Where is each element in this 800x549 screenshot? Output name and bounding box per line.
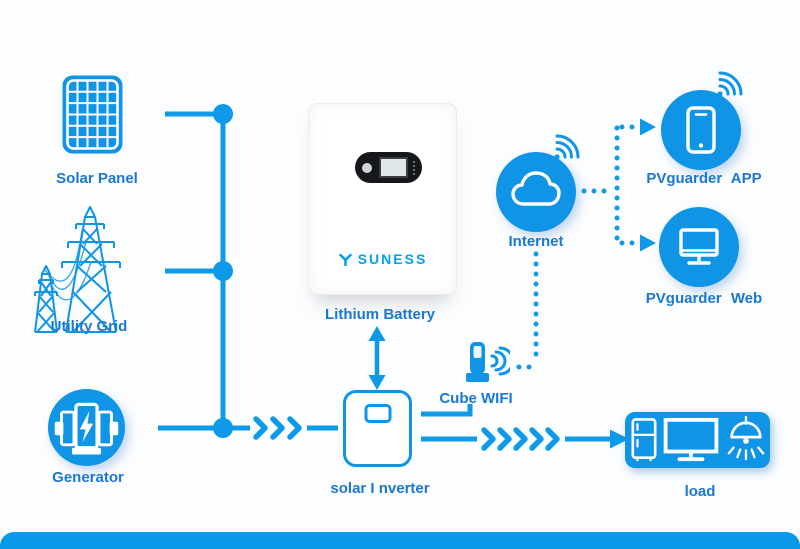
- lithium-battery-label: Lithium Battery: [324, 306, 436, 323]
- bottom-accent-bar: [0, 532, 800, 549]
- dotted-links: [508, 124, 641, 370]
- inverter-display: [364, 404, 391, 423]
- suness-logo-icon: [338, 253, 352, 266]
- battery-screen: [379, 157, 408, 178]
- lamp-icon: [727, 416, 764, 461]
- inverter-box-icon: [343, 390, 412, 467]
- cloud-icon: [496, 152, 576, 232]
- app-wifi-signal-icon: [717, 71, 743, 97]
- dongle-wifi-waves-icon: [490, 346, 510, 376]
- battery-display-panel: [355, 152, 422, 183]
- chevron-arrows-to-inverter: [253, 416, 302, 440]
- suness-brand-text: SUNESS: [357, 251, 428, 267]
- solar-panel-icon: [62, 75, 123, 154]
- generator-icon: [48, 389, 125, 466]
- solar-inverter-label: solar I nverter: [330, 480, 430, 497]
- generator-label: Generator: [52, 469, 124, 486]
- solar-panel-label: Solar Panel: [56, 170, 138, 187]
- chevron-arrows-to-load: [481, 427, 560, 451]
- wifi-dongle-icon: [466, 342, 510, 382]
- internet-wifi-signal-icon: [554, 134, 580, 160]
- battery-indicator-dot: [362, 162, 372, 173]
- fridge-icon: [630, 418, 657, 461]
- tv-icon: [663, 417, 718, 462]
- load-label: load: [684, 483, 716, 500]
- battery-unit-image: SUNESS: [308, 103, 457, 295]
- cube-wifi-label: Cube WIFI: [439, 390, 513, 407]
- pvguarder-app-label: PVguarder APP: [646, 170, 762, 187]
- smartphone-icon: [661, 90, 741, 170]
- arrowhead-to-web: [640, 234, 656, 252]
- load-box: [625, 412, 770, 468]
- internet-label: Internet: [508, 233, 564, 250]
- utility-grid-label: Utility Grid: [50, 318, 128, 335]
- pvguarder-web-label: PVguarder Web: [645, 290, 763, 307]
- transmission-tower-icon: [34, 206, 121, 333]
- arrowhead-to-app: [640, 118, 656, 136]
- monitor-icon: [659, 207, 739, 287]
- battery-button-dots: [413, 160, 415, 175]
